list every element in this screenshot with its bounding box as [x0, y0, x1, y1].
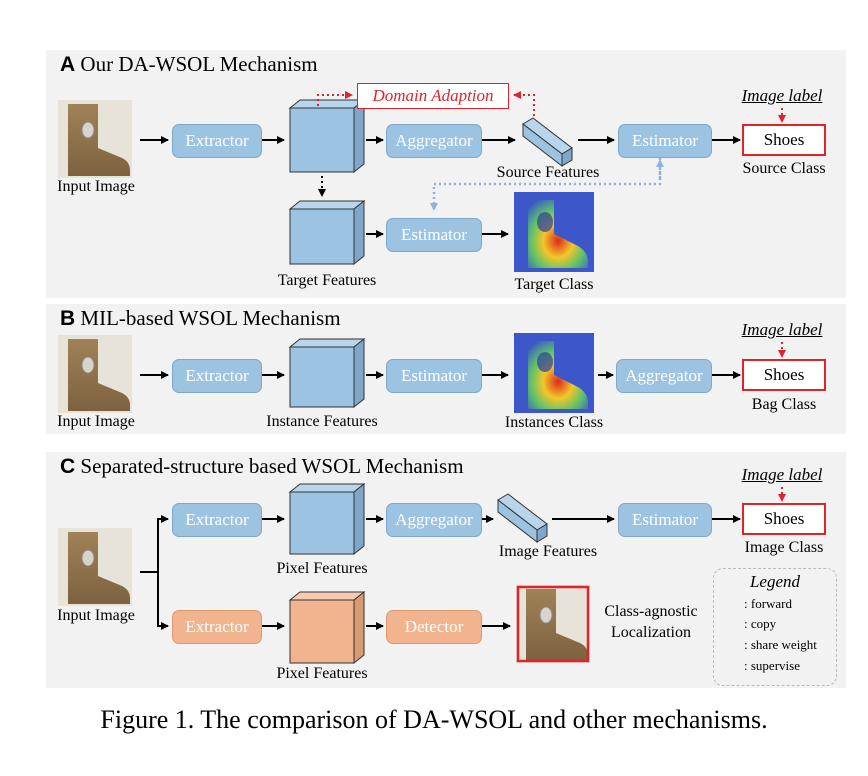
- panel-a-title: A Our DA-WSOL Mechanism: [60, 52, 318, 77]
- estimator-module-a-source: Estimator: [618, 124, 712, 158]
- estimator-module-a-target: Estimator: [386, 218, 482, 252]
- target-class-label: Target Class: [514, 276, 594, 293]
- image-label-a: Image label: [741, 86, 823, 105]
- source-features-label: Source Features: [496, 164, 600, 181]
- input-image-label-b: Input Image: [57, 413, 135, 430]
- extractor-module-b: Extractor: [172, 359, 262, 393]
- target-feature-cube: [288, 199, 366, 266]
- image-features-label: Image Features: [498, 543, 598, 560]
- extractor-module-a: Extractor: [172, 124, 262, 158]
- source-feature-bar: [522, 117, 573, 168]
- input-image-label-a: Input Image: [57, 178, 135, 195]
- panel-a-letter: A: [60, 53, 76, 76]
- image-class-label: Image Class: [744, 539, 824, 556]
- class-agnostic-label: Class-agnostic: [604, 603, 698, 620]
- target-class-heatmap: [514, 192, 594, 272]
- panel-a-title-text: Our DA-WSOL Mechanism: [80, 52, 318, 76]
- image-label-b: Image label: [741, 320, 823, 339]
- localization-result-image: [516, 585, 590, 663]
- pixel-feature-cube-orange: [288, 590, 366, 665]
- target-features-label: Target Features: [277, 272, 377, 289]
- panel-c-title: C Separated-structure based WSOL Mechani…: [60, 454, 464, 479]
- legend-title: Legend: [749, 572, 801, 591]
- forward-arrows: [140, 136, 741, 630]
- extractor-module-c-bottom: Extractor: [172, 610, 262, 644]
- legend: Legend : forward : copy : share weight :…: [713, 568, 837, 686]
- pixel-features-label-bottom: Pixel Features: [276, 665, 368, 682]
- bag-class-label: Bag Class: [751, 396, 817, 413]
- extractor-module-c-top: Extractor: [172, 503, 262, 537]
- aggregator-module-a: Aggregator: [386, 124, 482, 158]
- panel-b-letter: B: [60, 307, 76, 330]
- aggregator-module-b: Aggregator: [616, 359, 712, 393]
- estimator-module-b: Estimator: [386, 359, 482, 393]
- supervise-arrows: [317, 91, 786, 502]
- feature-cube-a: [288, 98, 366, 174]
- input-image-c: [58, 528, 132, 606]
- pixel-features-label-top: Pixel Features: [276, 560, 368, 577]
- figure-caption: Figure 1. The comparison of DA-WSOL and …: [100, 705, 768, 734]
- panel-c-background: [46, 452, 846, 688]
- shoes-label-b: Shoes: [742, 359, 826, 391]
- panel-b-title-text: MIL-based WSOL Mechanism: [80, 306, 341, 330]
- shoes-label-c: Shoes: [742, 503, 826, 535]
- panel-c-letter: C: [60, 455, 76, 478]
- localization-label: Localization: [611, 624, 691, 641]
- source-class-label: Source Class: [742, 160, 826, 177]
- legend-item-copy: : copy: [744, 616, 777, 631]
- share-weight-arrow: [430, 158, 662, 211]
- instance-features-label: Instance Features: [266, 413, 378, 430]
- legend-item-share-weight: : share weight: [744, 637, 817, 652]
- input-image-label-c: Input Image: [57, 607, 135, 624]
- instances-class-heatmap: [514, 333, 594, 413]
- estimator-module-c: Estimator: [618, 503, 712, 537]
- legend-item-forward: : forward: [744, 596, 793, 611]
- instances-class-label: Instances Class: [504, 414, 604, 431]
- input-image-b: [58, 335, 132, 413]
- image-label-c: Image label: [741, 465, 823, 484]
- shoes-label-a: Shoes: [742, 124, 826, 156]
- input-image-a: [58, 100, 132, 178]
- instance-feature-cube: [288, 337, 366, 409]
- pixel-feature-cube-blue: [288, 482, 366, 556]
- legend-item-supervise: : supervise: [744, 658, 800, 673]
- detector-module-c: Detector: [386, 610, 482, 644]
- domain-adaption-box: Domain Adaption: [357, 83, 509, 109]
- panel-b-title: B MIL-based WSOL Mechanism: [60, 306, 341, 331]
- aggregator-module-c: Aggregator: [386, 503, 482, 537]
- panel-c-title-text: Separated-structure based WSOL Mechanism: [80, 454, 464, 478]
- image-feature-bar: [497, 493, 548, 544]
